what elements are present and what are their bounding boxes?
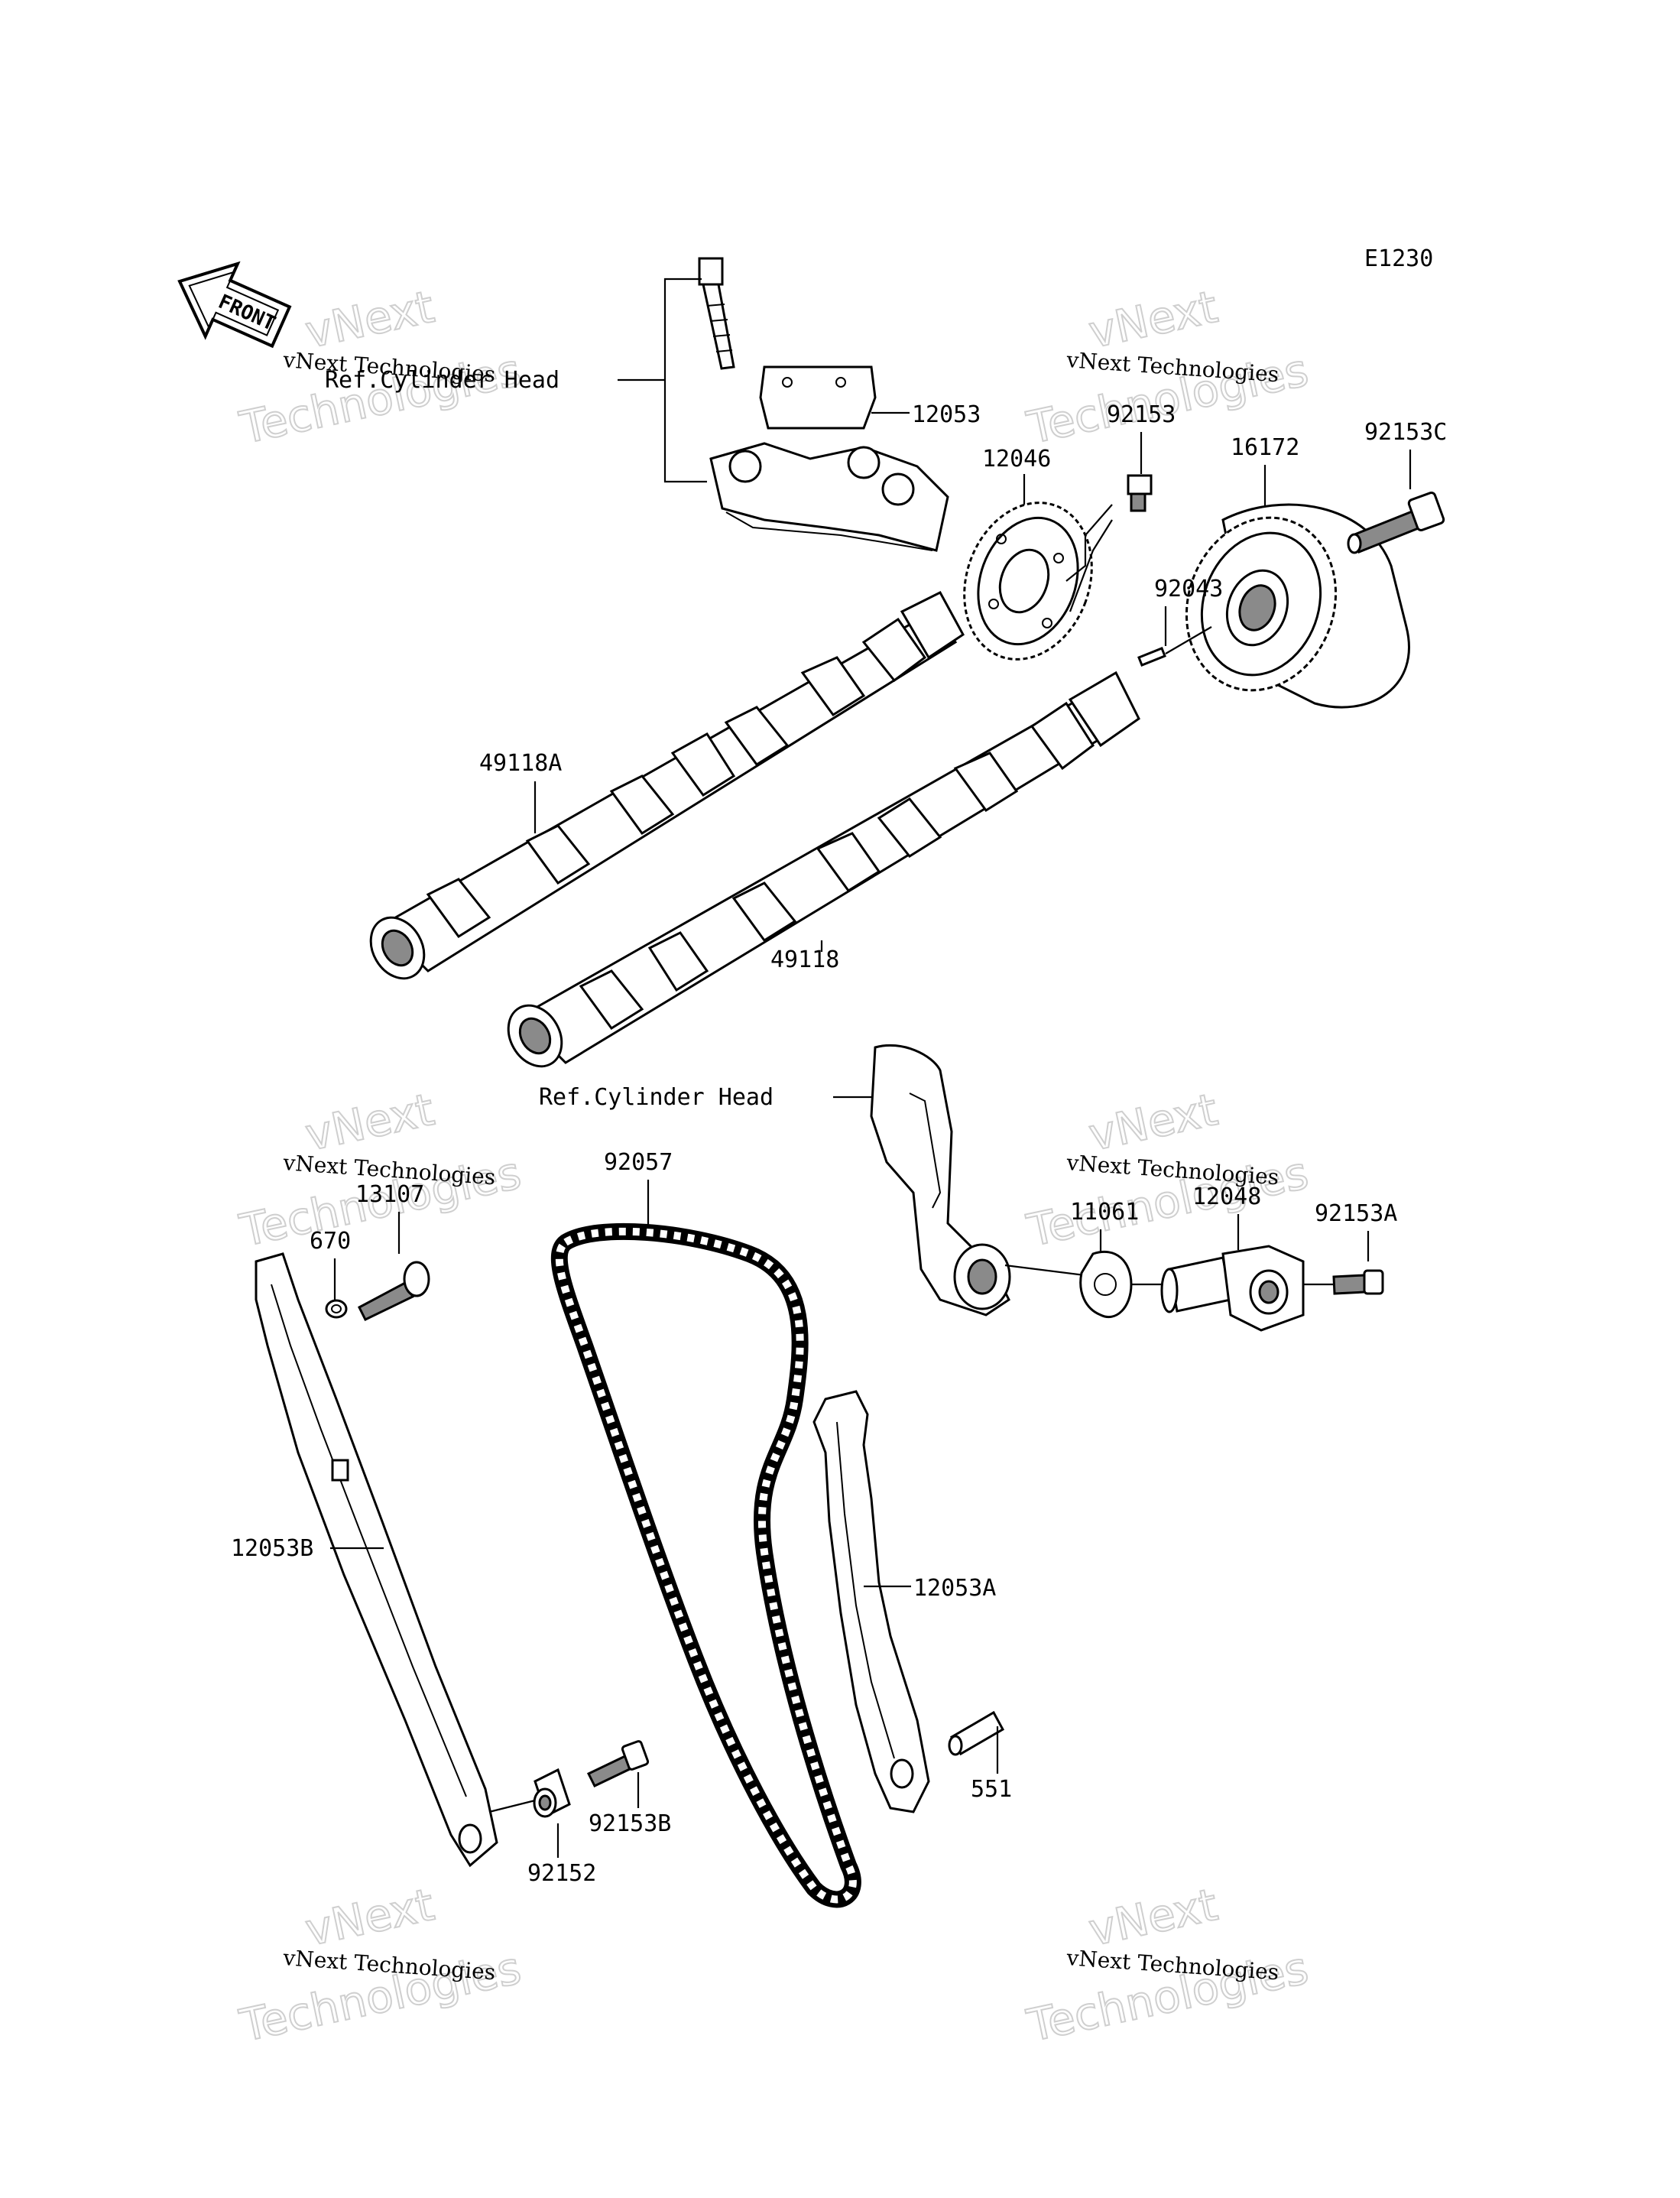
part-label-92152: 92152 [527,1860,596,1887]
svg-text:vNext: vNext [1085,1878,1222,1956]
camshaft-sprocket-icon [963,502,1093,661]
cam-holder-plate-icon [759,365,910,430]
svg-text:vNext: vNext [301,281,439,359]
part-label-12046: 12046 [982,446,1051,472]
part-label-12053b: 12053B [231,1535,313,1562]
guide-pin-icon [948,1710,1005,1756]
cam-chain-guide-front-icon [812,1390,930,1813]
part-label-92153a: 92153A [1315,1200,1397,1227]
part-label-551: 551 [971,1776,1012,1803]
part-label-12048: 12048 [1192,1183,1261,1210]
o-ring-icon [325,1299,348,1319]
part-label-92153b: 92153B [589,1810,671,1837]
leader-92153-to-gear-b [1069,519,1113,612]
svg-text:vNext: vNext [301,1083,439,1161]
guide-bolt-92153b-icon [586,1740,650,1787]
svg-text:vNext: vNext [1085,281,1222,359]
leader-92153-to-gear-a [1065,504,1113,582]
leader-collar-to-guide [488,1799,536,1813]
part-label-92153: 92153 [1107,401,1176,428]
ref-cylinder-head-label-top: Ref.Cylinder Head [325,367,559,394]
watermark-bottom-left: vNext Technologies vNext Technologies [235,1878,527,2053]
part-label-11061: 11061 [1070,1199,1139,1226]
tensioner-gasket-icon [1079,1250,1133,1318]
intake-camshaft-49118-icon [507,670,1140,1068]
variable-valve-timing-sprocket-icon [1185,503,1410,709]
guide-collar-icon [533,1768,571,1818]
part-label-92153c: 92153C [1364,419,1447,446]
part-label-12053: 12053 [912,401,981,428]
guide-bolt-icon [358,1261,430,1321]
cam-chain-icon [550,1222,861,1908]
part-label-12053a: 12053A [913,1575,996,1602]
part-label-13107: 13107 [355,1181,424,1208]
part-label-670: 670 [310,1228,351,1255]
cylinder-head-bolt-icon [698,257,735,370]
svg-text:vNext: vNext [301,1878,439,1956]
part-label-92043: 92043 [1154,576,1223,602]
cam-chain-tensioner-icon [1160,1245,1305,1332]
part-label-16172: 16172 [1231,434,1299,461]
sprocket-bolt-icon [1127,474,1153,512]
ref-head-top-bracket [618,278,707,483]
camshaft-cap-icon [709,442,949,552]
part-label-49118: 49118 [770,946,839,973]
watermark-mid-left: vNext Technologies vNext Technologies [235,1083,527,1258]
part-label-49118a: 49118A [479,750,562,777]
part-label-92057: 92057 [604,1149,673,1176]
cylinder-head-section-icon [870,1044,1011,1317]
ref-cylinder-head-label-mid: Ref.Cylinder Head [539,1084,774,1111]
watermark-mid-right: vNext Technologies vNext Technologies [1022,1083,1314,1258]
watermark-bottom-right: vNext Technologies vNext Technologies [1022,1878,1314,2053]
vvt-bolt-icon [1347,492,1445,554]
diagram-code: E1230 [1364,245,1433,272]
exhaust-camshaft-49118a-icon [369,591,965,980]
svg-text:vNext: vNext [1085,1083,1222,1161]
leader-92043-to-vvt [1165,626,1212,654]
cam-chain-guide-rear-icon [255,1252,498,1868]
front-arrow-icon: FRONT [177,261,292,349]
dowel-pin-icon [1137,647,1166,667]
tensioner-bolt-icon [1332,1269,1384,1295]
